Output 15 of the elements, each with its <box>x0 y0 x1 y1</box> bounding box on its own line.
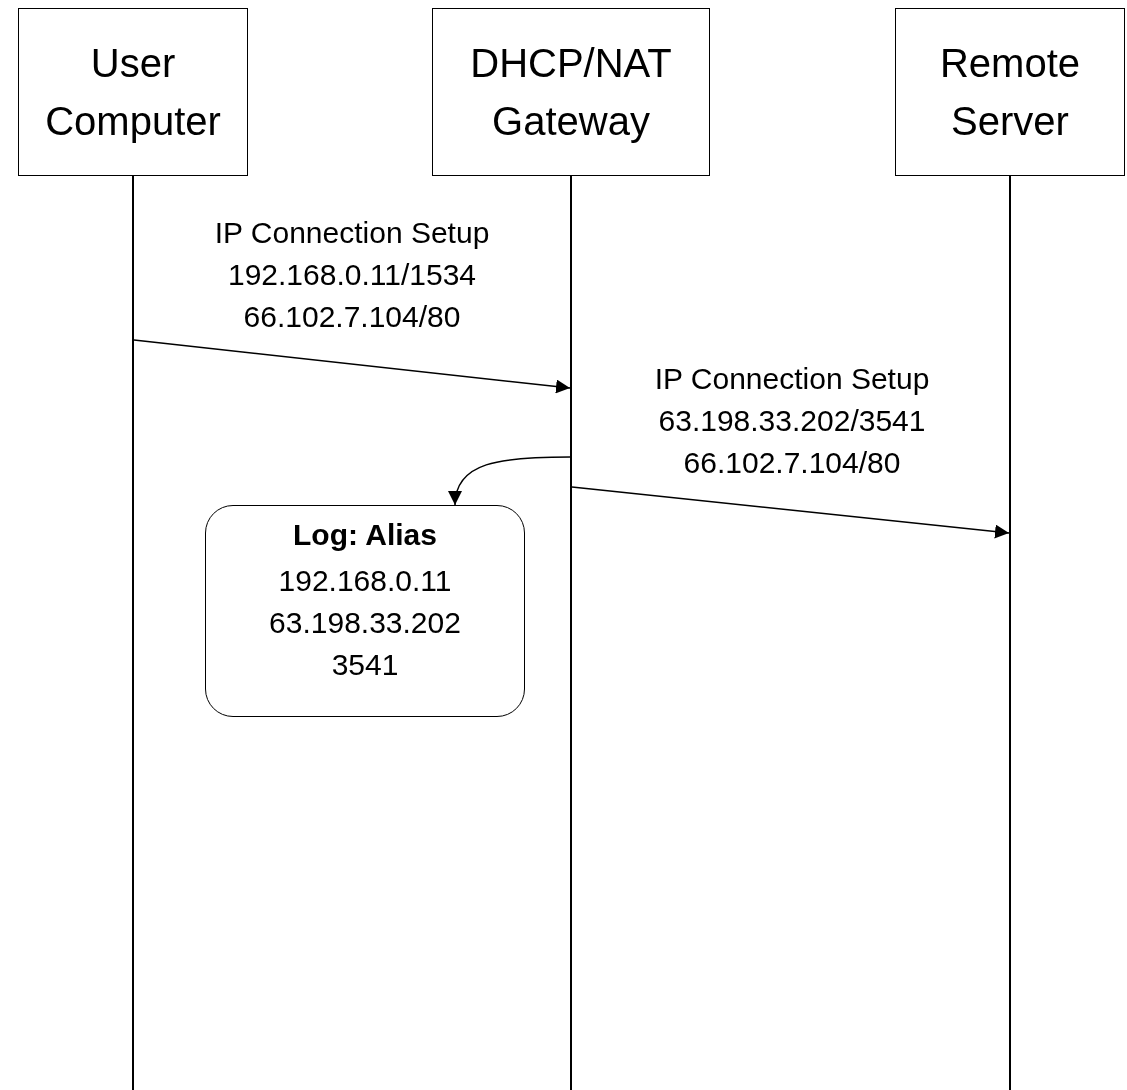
lifeline <box>570 176 572 1090</box>
lifeline <box>1009 176 1011 1090</box>
note-heading: Log: Alias <box>293 517 437 553</box>
lifeline <box>132 176 134 1090</box>
participant-label: Remote Server <box>938 40 1082 145</box>
participant-box <box>18 8 248 176</box>
note-text: 192.168.0.11 63.198.33.202 3541 <box>268 563 462 683</box>
participant-box <box>432 8 710 176</box>
participant-label: User Computer <box>44 40 222 145</box>
arrow <box>449 456 571 506</box>
arrow <box>571 486 1010 539</box>
arrow <box>133 339 571 394</box>
participant-box <box>895 8 1125 176</box>
note-box <box>205 505 525 717</box>
participant-label: DHCP/NAT Gateway <box>469 40 673 145</box>
